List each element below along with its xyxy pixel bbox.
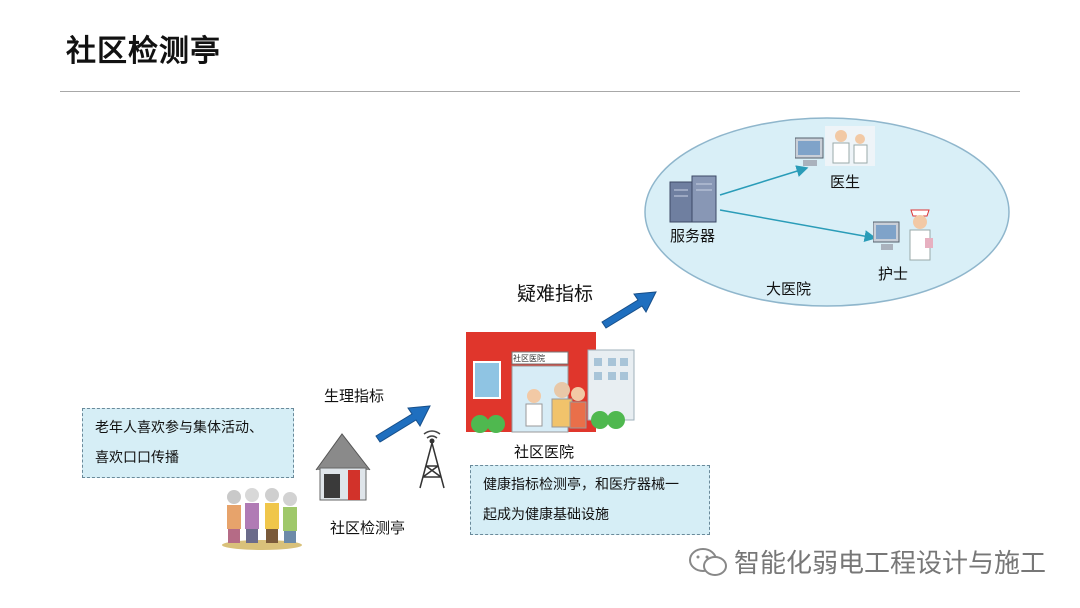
nurse-icon	[873, 209, 933, 261]
escalation-arrow-icon	[601, 291, 657, 329]
watermark-text: 智能化弱电工程设计与施工	[733, 549, 1046, 579]
doctor-icon	[795, 126, 875, 166]
server-label: 服务器	[670, 227, 716, 245]
hospital-label: 大医院	[766, 280, 812, 298]
upload-arrow-icon	[375, 405, 431, 443]
signal-tower-icon	[419, 430, 445, 489]
doctor-label: 医生	[830, 173, 861, 191]
watermark: 智能化弱电工程设计与施工	[688, 543, 1046, 580]
elderly-note: 老年人喜欢参与集体活动、 喜欢口口传播	[82, 408, 294, 478]
elderly-note-line: 喜欢口口传播	[95, 450, 179, 466]
kiosk-label: 社区检测亭	[330, 519, 406, 537]
kiosk-note-line: 起成为健康基础设施	[483, 507, 609, 523]
wechat-icon	[688, 547, 727, 576]
physiological-indicators-label: 生理指标	[324, 387, 385, 405]
server-icon	[669, 175, 717, 223]
elderly-note-line: 老年人喜欢参与集体活动、	[95, 420, 263, 436]
title-divider	[60, 91, 1020, 92]
kiosk-note: 健康指标检测亭，和医疗器械一 起成为健康基础设施	[470, 465, 710, 535]
clinic-sign: 社区医院	[513, 354, 545, 363]
kiosk-note-line: 健康指标检测亭，和医疗器械一	[483, 477, 679, 493]
elderly-group-icon	[222, 488, 302, 550]
nurse-label: 护士	[878, 265, 909, 283]
community-hospital-icon	[466, 332, 635, 433]
difficult-indicators-label: 疑难指标	[517, 283, 594, 305]
kiosk-icon	[315, 433, 371, 501]
server-links	[719, 165, 877, 243]
community-hospital-label: 社区医院	[514, 443, 575, 461]
page-title: 社区检测亭	[66, 34, 221, 69]
